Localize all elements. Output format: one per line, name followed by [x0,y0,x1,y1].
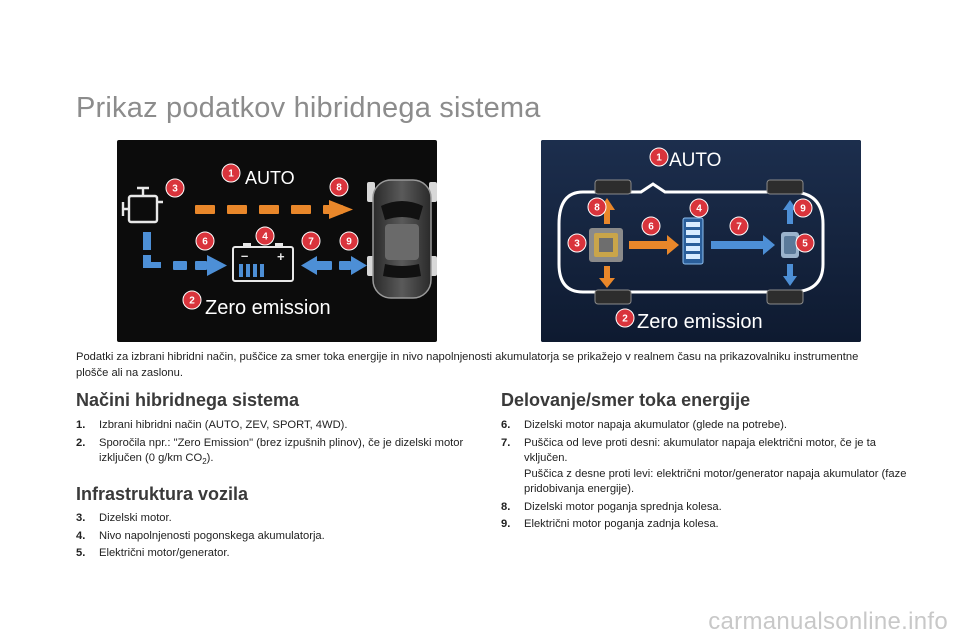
svg-text:9: 9 [346,237,352,248]
energy-flow-list: 6. Dizelski motor napaja akumulator (gle… [501,418,911,535]
battery-icon: – + [232,243,294,282]
battery-icon [682,217,704,265]
marker-9: 9 [339,231,359,251]
svg-text:1: 1 [228,169,234,180]
marker-8: 8 [329,177,349,197]
marker-3: 3 [567,233,587,253]
marker-3: 3 [165,178,185,198]
wheels [594,179,804,305]
marker-6: 6 [641,216,661,236]
marker-1: 1 [649,147,669,167]
list-item: 8. Dizelski motor poganja sprednja koles… [501,500,722,513]
list-item: 9. Električni motor poganja zadnja koles… [501,518,719,530]
battery-plus-sign: + [277,249,285,264]
list-item: 4. Nivo napolnjenosti pogonskega akumula… [76,529,325,542]
list-item: 1. Izbrani hibridni način (AUTO, ZEV, SP… [76,419,348,431]
marker-8: 8 [587,197,607,217]
orange-arrow-row [195,200,353,219]
car-top-view-icon [367,179,437,299]
svg-text:6: 6 [648,222,654,233]
orange-horizontal-arrow [629,235,679,255]
blue-vertical-arrows [783,200,797,286]
section-title-infrastructure: Infrastruktura vozila [76,484,249,504]
marker-9: 9 [793,198,813,218]
svg-text:4: 4 [262,232,268,243]
svg-text:9: 9 [800,204,806,215]
svg-text:7: 7 [308,237,314,248]
watermark: carmanualsonline.info [708,608,948,635]
hybrid-screen-figure: AUTO Zero emission 1 2 3 4 5 6 7 8 9 [541,140,861,342]
engine-icon [589,228,623,262]
marker-4: 4 [689,198,709,218]
svg-text:2: 2 [622,314,628,325]
svg-text:7: 7 [736,222,742,233]
svg-text:8: 8 [594,203,600,214]
page-title: Prikaz podatkov hibridnega sistema [76,92,541,124]
svg-text:3: 3 [172,184,178,195]
svg-text:6: 6 [202,237,208,248]
zero-emission-label: Zero emission [637,311,763,333]
infrastructure-list: 3. Dizelski motor. 4. Nivo napolnjenosti… [76,511,476,564]
blue-horizontal-arrow [711,235,775,255]
mode-label: AUTO [245,168,295,188]
section-title-modes: Načini hibridnega sistema [76,390,300,410]
hybrid-display-figure: – + AUTO [117,140,437,342]
mode-label: AUTO [669,150,721,171]
intro-paragraph: Podatki za izbrani hibridni način, pušči… [76,351,859,379]
marker-7: 7 [301,231,321,251]
electric-motor-icon [781,232,799,258]
marker-7: 7 [729,216,749,236]
section-title-energy-flow: Delovanje/smer toka energije [501,390,751,410]
marker-2: 2 [615,308,635,328]
battery-minus-sign: – [241,248,248,263]
marker-4: 4 [255,226,275,246]
marker-1: 1 [221,163,241,183]
blue-arrow-left [173,255,227,276]
list-item: 5. Električni motor/generator. [76,547,230,559]
zero-emission-label: Zero emission [205,297,331,319]
svg-text:3: 3 [574,239,580,250]
modes-list: 1. Izbrani hibridni način (AUTO, ZEV, SP… [76,418,476,472]
list-item: 2. Sporočila npr.: "Zero Emission" (brez… [76,436,464,467]
svg-text:8: 8 [336,183,342,194]
svg-text:1: 1 [656,153,662,164]
list-item: 7. Puščica od leve proti desni: akumulat… [501,436,907,496]
svg-text:5: 5 [802,239,808,250]
svg-text:4: 4 [696,204,702,215]
blue-double-arrow [301,256,367,275]
marker-2: 2 [182,290,202,310]
energy-connector [143,232,161,268]
marker-5: 5 [795,233,815,253]
marker-6: 6 [195,231,215,251]
battery-level-bars [239,264,264,277]
engine-icon [121,186,163,224]
svg-text:2: 2 [189,296,195,307]
list-item: 6. Dizelski motor napaja akumulator (gle… [501,419,788,431]
list-item: 3. Dizelski motor. [76,512,172,524]
